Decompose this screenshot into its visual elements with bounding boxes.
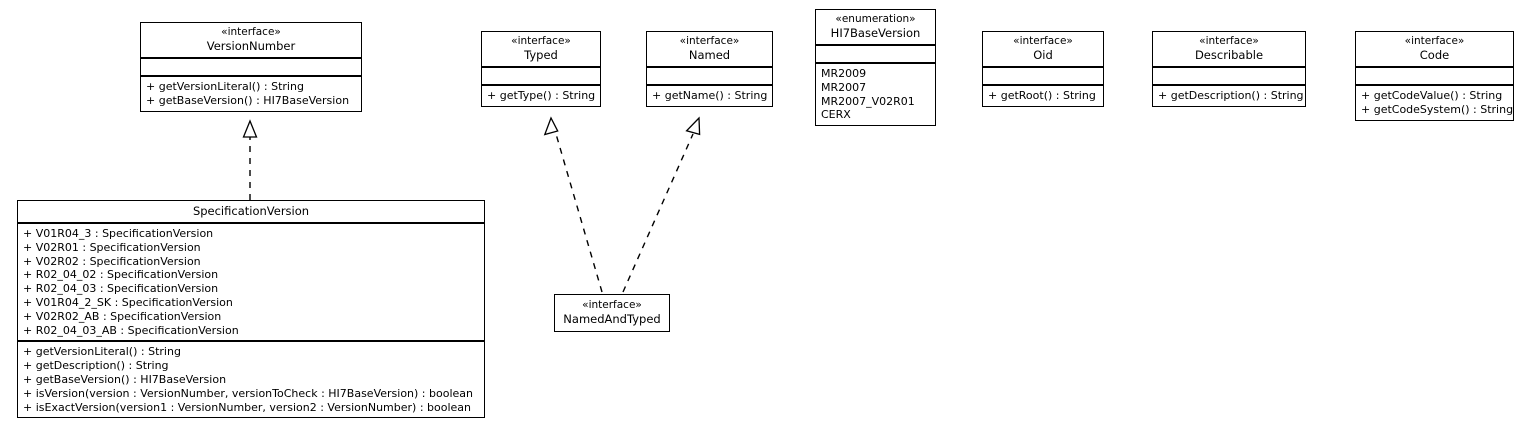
- stereotype-label: «interface»: [221, 26, 281, 38]
- operations-compartment: + getDescription() : String: [1153, 86, 1305, 106]
- attribute-item: + V02R02_AB : SpecificationVersion: [23, 309, 222, 323]
- stereotype-label: «interface»: [1404, 35, 1465, 47]
- class-name-label: Code: [1419, 48, 1450, 62]
- class-box-typed[interactable]: «interface» Typed + getType() : String: [481, 31, 601, 107]
- operation-item: + getName() : String: [652, 89, 768, 102]
- operation-item: + getDescription() : String: [23, 359, 169, 373]
- attributes-compartment: [141, 59, 361, 77]
- hollow-triangle-arrowhead: [242, 119, 258, 138]
- class-name-label: HI7BaseVersion: [830, 26, 921, 40]
- operation-item: + getDescription() : String: [1158, 89, 1304, 102]
- operations-compartment: + getVersionLiteral() : String + getDesc…: [18, 342, 484, 417]
- class-box-specification-version[interactable]: SpecificationVersion + V01R04_3 : Specif…: [17, 200, 485, 419]
- attribute-item: + V01R04_2_SK : SpecificationVersion: [23, 295, 233, 309]
- realization-specversion-to-versionnumber: [242, 119, 258, 200]
- enum-literals-compartment: MR2009 MR2007 MR2007_V02R01 CERX: [816, 64, 935, 125]
- operations-compartment: + getVersionLiteral() : String + getBase…: [141, 77, 361, 111]
- enumeration-box-hl7-base-version[interactable]: «enumeration» HI7BaseVersion MR2009 MR20…: [815, 9, 936, 127]
- attributes-compartment: [816, 46, 935, 64]
- enum-literal-item: CERX: [821, 108, 851, 122]
- class-name-label: SpecificationVersion: [192, 204, 310, 218]
- operation-item: + getType() : String: [487, 89, 596, 102]
- class-name-label: VersionNumber: [206, 39, 296, 53]
- stereotype-label: «interface»: [1013, 35, 1073, 47]
- attributes-compartment: [482, 68, 600, 86]
- attribute-item: + R02_04_03_AB : SpecificationVersion: [23, 323, 239, 337]
- attribute-item: + V02R02 : SpecificationVersion: [23, 254, 201, 268]
- attribute-item: + V01R04_3 : SpecificationVersion: [23, 227, 214, 240]
- operation-item: + getBaseVersion() : HI7BaseVersion: [23, 372, 227, 386]
- class-box-named[interactable]: «interface» Named + getName() : String: [646, 31, 773, 107]
- class-header: «interface» Oid: [983, 32, 1103, 68]
- class-name-label: Describable: [1194, 48, 1264, 62]
- stereotype-label: «interface»: [582, 299, 642, 311]
- attribute-item: + R02_04_03 : SpecificationVersion: [23, 282, 219, 296]
- realization-line: [622, 133, 694, 293]
- class-header: «interface» Describable: [1153, 32, 1305, 68]
- realization-namedandtyped-to-typed: [543, 116, 603, 293]
- realization-line: [555, 133, 603, 293]
- attribute-item: + V02R01 : SpecificationVersion: [23, 240, 201, 254]
- attribute-item: + R02_04_02 : SpecificationVersion: [23, 268, 219, 282]
- class-name-label: Named: [688, 48, 731, 62]
- class-box-code[interactable]: «interface» Code + getCodeValue() : Stri…: [1355, 31, 1514, 121]
- class-header: «enumeration» HI7BaseVersion: [816, 10, 935, 46]
- operation-item: + getCodeSystem() : String: [1361, 102, 1514, 116]
- operation-item: + getVersionLiteral() : String: [146, 80, 304, 93]
- stereotype-label: «interface»: [1199, 35, 1259, 47]
- operation-item: + getBaseVersion() : HI7BaseVersion: [146, 93, 350, 107]
- class-box-oid[interactable]: «interface» Oid + getRoot() : String: [982, 31, 1104, 107]
- class-box-describable[interactable]: «interface» Describable + getDescription…: [1152, 31, 1306, 107]
- class-name-label: NamedAndTyped: [563, 312, 661, 326]
- operations-compartment: + getType() : String: [482, 86, 600, 106]
- class-name-label: Typed: [524, 48, 558, 62]
- operations-compartment: + getRoot() : String: [983, 86, 1103, 106]
- enum-literal-item: MR2007_V02R01: [821, 94, 915, 108]
- attributes-compartment: [647, 68, 772, 86]
- operations-compartment: + getName() : String: [647, 86, 772, 106]
- class-name-label: Oid: [1033, 48, 1053, 62]
- enum-literal-item: MR2009: [821, 67, 867, 80]
- operation-item: + getVersionLiteral() : String: [23, 345, 181, 359]
- stereotype-label: «enumeration»: [835, 13, 916, 25]
- class-header: SpecificationVersion: [18, 201, 484, 224]
- hollow-triangle-arrowhead: [543, 116, 559, 136]
- attributes-compartment: [1356, 68, 1513, 86]
- operations-compartment: + getCodeValue() : String + getCodeSyste…: [1356, 86, 1513, 120]
- class-header: «interface» Code: [1356, 32, 1513, 68]
- attributes-compartment: [983, 68, 1103, 86]
- stereotype-label: «interface»: [511, 35, 571, 47]
- hollow-triangle-arrowhead: [685, 116, 701, 136]
- class-header: «interface» VersionNumber: [141, 23, 361, 59]
- class-header: «interface» Named: [647, 32, 772, 68]
- class-header: «interface» Typed: [482, 32, 600, 68]
- class-header: «interface» NamedAndTyped: [555, 295, 669, 331]
- operation-item: + getCodeValue() : String: [1361, 89, 1503, 102]
- class-box-version-number[interactable]: «interface» VersionNumber + getVersionLi…: [140, 22, 362, 112]
- stereotype-label: «interface»: [679, 35, 740, 47]
- operation-item: + isVersion(version : VersionNumber, ver…: [23, 386, 473, 400]
- operation-item: + isExactVersion(version1 : VersionNumbe…: [23, 400, 472, 414]
- enum-literal-item: MR2007: [821, 80, 867, 94]
- attributes-compartment: + V01R04_3 : SpecificationVersion + V02R…: [18, 224, 484, 343]
- realization-namedandtyped-to-named: [622, 116, 701, 293]
- attributes-compartment: [1153, 68, 1305, 86]
- class-box-named-and-typed[interactable]: «interface» NamedAndTyped: [554, 294, 670, 332]
- operation-item: + getRoot() : String: [988, 89, 1096, 102]
